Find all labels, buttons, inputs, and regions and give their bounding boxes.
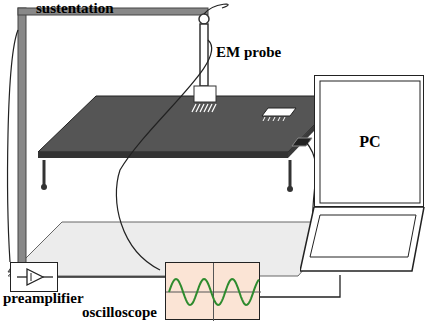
amplifier-box — [10, 262, 58, 292]
chip-pins — [263, 117, 285, 121]
connector-part — [292, 138, 312, 146]
preamplifier-node: preamplifier — [3, 258, 121, 306]
chip-pins — [192, 104, 216, 112]
laptop-screen: PC — [314, 75, 424, 207]
laptop-keyboard — [300, 207, 426, 275]
waveform — [166, 263, 261, 321]
oscilloscope-node: oscilloscope — [82, 258, 260, 322]
board-edge — [38, 152, 288, 158]
stand-pole — [18, 8, 26, 266]
circuit-board — [38, 96, 342, 152]
cables — [8, 4, 320, 270]
laptop-node: PC — [300, 75, 426, 275]
probe-label: EM probe — [216, 44, 281, 61]
probe-tube — [200, 24, 208, 86]
cable — [260, 275, 340, 297]
chip — [262, 108, 296, 116]
probe-tip — [194, 86, 216, 102]
oscilloscope-screen — [165, 262, 260, 320]
node-label: PC — [359, 133, 380, 151]
probe-joint — [199, 14, 209, 24]
stand-label: sustentation — [36, 0, 114, 17]
amplifier-symbol — [11, 263, 59, 293]
node-label: oscilloscope — [82, 304, 157, 321]
node-label: preamplifier — [3, 290, 84, 307]
cable — [58, 276, 165, 277]
